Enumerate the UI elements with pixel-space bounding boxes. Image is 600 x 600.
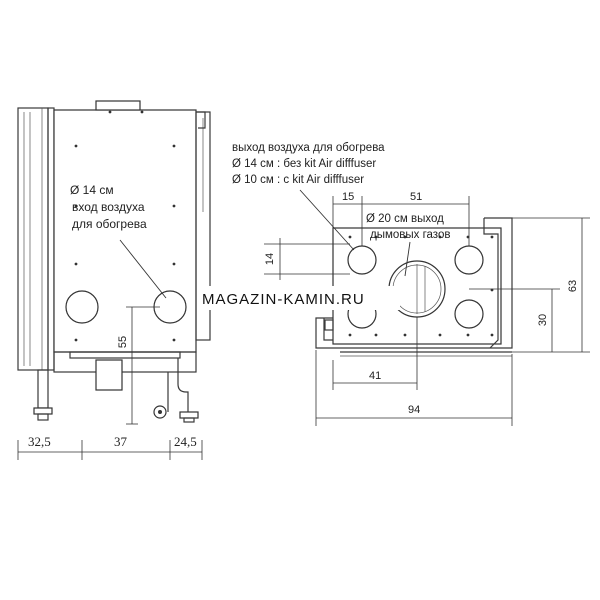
top-dim-41-group: 41 <box>332 317 418 390</box>
watermark-background <box>200 286 400 310</box>
top-view: выход воздуха для обогрева Ø 14 см : без… <box>232 142 590 426</box>
front-bottom-dims: 32,5 37 24,5 <box>17 434 203 460</box>
svg-text:14: 14 <box>264 253 276 265</box>
front-air-inlet-left <box>65 290 99 324</box>
top-label-outlet-2: Ø 14 см : без kit Air difffuser <box>232 158 376 170</box>
front-right-foot <box>179 411 199 419</box>
top-dim-15: 15 <box>342 191 354 203</box>
svg-text:55: 55 <box>117 336 129 348</box>
top-plate-dots <box>348 235 494 337</box>
front-view: Ø 14 см вход воздуха для обогрева 55 32,… <box>17 100 211 460</box>
top-outlet-tl <box>347 245 377 275</box>
front-label-line3: для обогрева <box>72 217 147 231</box>
front-top-collar <box>95 100 141 111</box>
front-dim-55: 55 <box>117 306 160 425</box>
top-dim-94-group: 94 <box>315 350 513 426</box>
top-dim-top: 15 51 <box>332 191 470 246</box>
front-left-cladding <box>17 107 49 371</box>
top-dim-94: 94 <box>408 404 420 416</box>
top-right-bracket <box>484 217 513 349</box>
front-dim-center: 37 <box>114 434 128 449</box>
top-dim-63: 63 <box>567 280 579 292</box>
front-label-leader <box>119 239 167 299</box>
front-dim-left: 32,5 <box>28 434 51 449</box>
watermark-text: MAGAZIN-KAMIN.RU <box>202 291 365 308</box>
top-outlet-tr <box>454 245 484 275</box>
front-ash-box <box>95 359 123 391</box>
top-dim-right: 30 63 <box>469 217 590 353</box>
front-lower-frame <box>53 351 197 373</box>
top-flue-leader <box>404 241 411 277</box>
top-label-flue-2: дымовых газов <box>370 229 450 241</box>
front-left-foot <box>33 407 53 415</box>
front-dim-right: 24,5 <box>174 434 197 449</box>
top-outlet-br <box>454 299 484 329</box>
top-dim-30: 30 <box>537 314 549 326</box>
top-dim-51: 51 <box>410 191 422 203</box>
top-label-outlet-1: выход воздуха для обогрева <box>232 142 385 154</box>
front-label-line2: вход воздуха <box>72 200 145 214</box>
top-dim-41: 41 <box>369 370 381 382</box>
front-panel-dots <box>74 110 176 342</box>
top-dim-14: 14 <box>264 238 350 280</box>
front-label-dia: Ø 14 см <box>70 183 114 197</box>
top-label-flue-1: Ø 20 см выход <box>366 213 444 225</box>
top-label-outlet-3: Ø 10 см : с kit Air difffuser <box>232 174 364 186</box>
top-outlet-leader <box>299 189 355 251</box>
